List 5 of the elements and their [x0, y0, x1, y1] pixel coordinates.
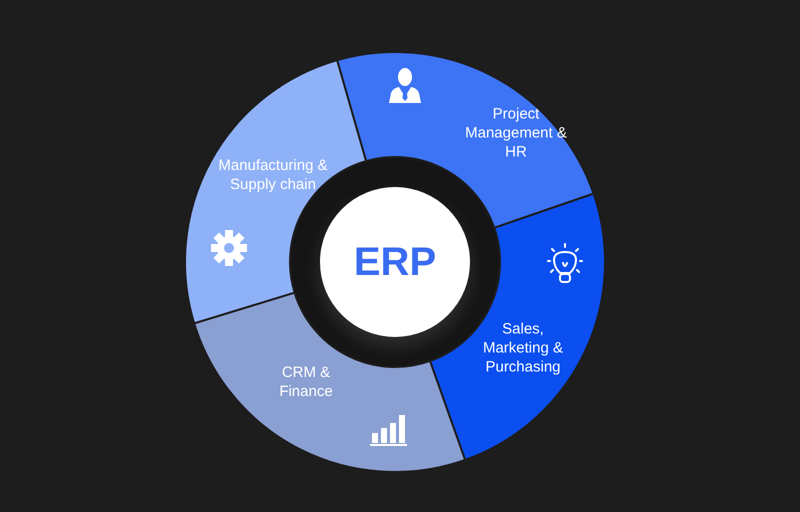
segment-label: Project Management & HR: [464, 104, 568, 162]
segment-label: Sales, Marketing & Purchasing: [482, 320, 564, 376]
segment-label: CRM & Finance: [278, 363, 334, 401]
segment-label: Manufacturing & Supply chain: [217, 156, 329, 194]
center-label: ERP: [354, 240, 436, 284]
